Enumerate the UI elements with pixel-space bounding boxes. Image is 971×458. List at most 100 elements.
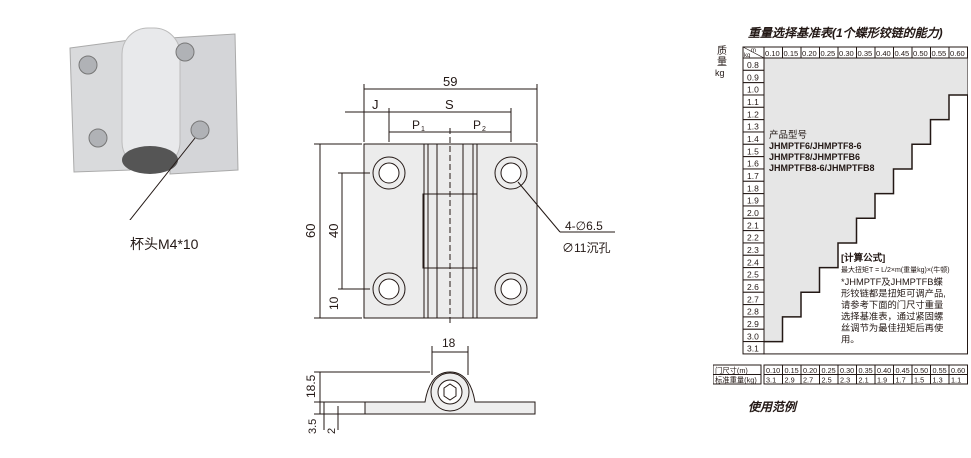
row-header: 1.4 <box>747 134 759 144</box>
dim-height: 60 <box>303 224 318 238</box>
table-cell: 0.60 <box>951 366 965 375</box>
row-label-cell <box>713 374 762 385</box>
note-line: 选择基准表，通过紧固螺 <box>841 311 943 322</box>
table-cell-box <box>948 374 968 385</box>
row-cell <box>742 341 765 355</box>
hinge-side-drawing: 18 18.5 3.5 2 <box>304 336 536 434</box>
dim-side-height: 18.5 <box>304 374 318 398</box>
dim-offset: 10 <box>327 296 341 310</box>
shaded-region <box>764 58 968 342</box>
hole-spec: 4-∅6.5 <box>565 219 603 233</box>
note-line: 用。 <box>841 335 860 345</box>
row-header: 2.6 <box>747 282 759 292</box>
dim-width: 59 <box>443 74 457 89</box>
table-cell: 2.7 <box>803 376 813 385</box>
note-line: 请参考下面的门尺寸重量 <box>841 299 943 310</box>
row-header: 1.0 <box>747 85 759 95</box>
table-cell: 2.1 <box>859 376 869 385</box>
table-cell: 0.30 <box>840 366 854 375</box>
row-header: 1.5 <box>747 146 759 156</box>
header-row <box>742 46 968 59</box>
row-header: 3.1 <box>747 344 759 354</box>
dim-s: S <box>445 97 454 112</box>
hinge-photo <box>69 27 239 220</box>
formula: 最大扭矩T = L/2×m(重量kg)×(牛顿) <box>841 265 950 274</box>
column-header: 0.35 <box>858 49 873 58</box>
table-cell: 0.25 <box>822 366 836 375</box>
product-label: 产品型号 <box>769 129 807 141</box>
row-header: 2.7 <box>747 294 759 304</box>
y-label-1: 质 <box>717 45 727 57</box>
column-header: 0.40 <box>876 49 891 58</box>
dim-side-base: 2 <box>326 428 338 434</box>
dim-p1: P <box>412 118 420 132</box>
column-header: 0.15 <box>784 49 799 58</box>
dim-pitch: 40 <box>326 224 341 238</box>
dim-p2: P <box>473 118 481 132</box>
row-header: 1.6 <box>747 159 759 169</box>
note-line: *JHMPTF及JHMPTFB蝶 <box>841 276 943 287</box>
row-header: 1.7 <box>747 171 759 181</box>
table-cell: 0.45 <box>896 366 910 375</box>
row-header: 1.3 <box>747 122 759 132</box>
formula-title: [计算公式] <box>841 252 885 264</box>
dim-j: J <box>372 97 379 112</box>
column-header: 0.30 <box>839 49 854 58</box>
table-cell: 1.5 <box>914 376 924 385</box>
capacity-staircase <box>764 94 968 343</box>
y-label-2: 量 <box>717 56 727 68</box>
row-header: 0.9 <box>747 72 759 82</box>
row-label: 标准重量(kg) <box>715 376 757 385</box>
row-header: 1.8 <box>747 183 759 193</box>
table-cell: 1.7 <box>896 376 906 385</box>
product-1: JHMPTF6/JHMPTF8-6 <box>769 141 862 151</box>
table-cell: 2.3 <box>840 376 850 385</box>
row-header: 1.2 <box>747 109 759 119</box>
product-2: JHMPTF8/JHMPTFB6 <box>769 152 860 162</box>
counterbore-spec: ∅11沉孔 <box>562 241 610 255</box>
table-cell: 0.10 <box>766 366 780 375</box>
column-header: 0.55 <box>932 49 947 58</box>
column-header: 0.45 <box>895 49 910 58</box>
corner-m: m <box>751 48 756 54</box>
column-header: 0.60 <box>950 49 965 58</box>
note-line: 形铰链都是扭矩可调产品, <box>841 288 946 299</box>
table-cell: 0.20 <box>803 366 817 375</box>
table-cell: 1.1 <box>951 376 961 385</box>
table-cell: 3.1 <box>766 376 776 385</box>
table-cell: 0.15 <box>785 366 799 375</box>
corner-kg: kg <box>744 53 750 59</box>
usage-title: 使用范例 <box>748 400 797 414</box>
dim-p1-subscript: 1 <box>421 126 425 133</box>
table-cell: 0.40 <box>877 366 891 375</box>
column-header: 0.20 <box>802 49 817 58</box>
dim-p2-subscript: 2 <box>482 126 486 133</box>
row-header: 2.4 <box>747 257 759 267</box>
row-header: 2.8 <box>747 307 759 317</box>
table-cell: 1.9 <box>877 376 887 385</box>
table-cell: 0.50 <box>914 366 928 375</box>
row-header: 2.5 <box>747 270 759 280</box>
corner-diagonal <box>742 46 765 59</box>
row-header: 2.9 <box>747 319 759 329</box>
row-label: 门尺寸(m) <box>715 366 748 375</box>
row-header: 1.9 <box>747 196 759 206</box>
row-header: 2.3 <box>747 245 759 255</box>
note-line: 丝调节为最佳扭矩后再使 <box>841 322 944 333</box>
product-3: JHMPTFB8-6/JHMPTFB8 <box>769 163 875 173</box>
table-cell: 2.5 <box>822 376 832 385</box>
table-cell: 0.55 <box>933 366 947 375</box>
column-header: 0.10 <box>765 49 780 58</box>
row-header: 1.1 <box>747 97 759 107</box>
table-cell: 1.3 <box>933 376 943 385</box>
row-header: 0.8 <box>747 60 759 70</box>
row-header: 2.0 <box>747 208 759 218</box>
table-title: 重量选择基准表(1个蝶形铰链的能力) <box>748 26 943 40</box>
row-header: 2.2 <box>747 233 759 243</box>
dim-side-thick: 3.5 <box>307 419 319 434</box>
row-header: 3.0 <box>747 331 759 341</box>
column-header: 0.25 <box>821 49 836 58</box>
